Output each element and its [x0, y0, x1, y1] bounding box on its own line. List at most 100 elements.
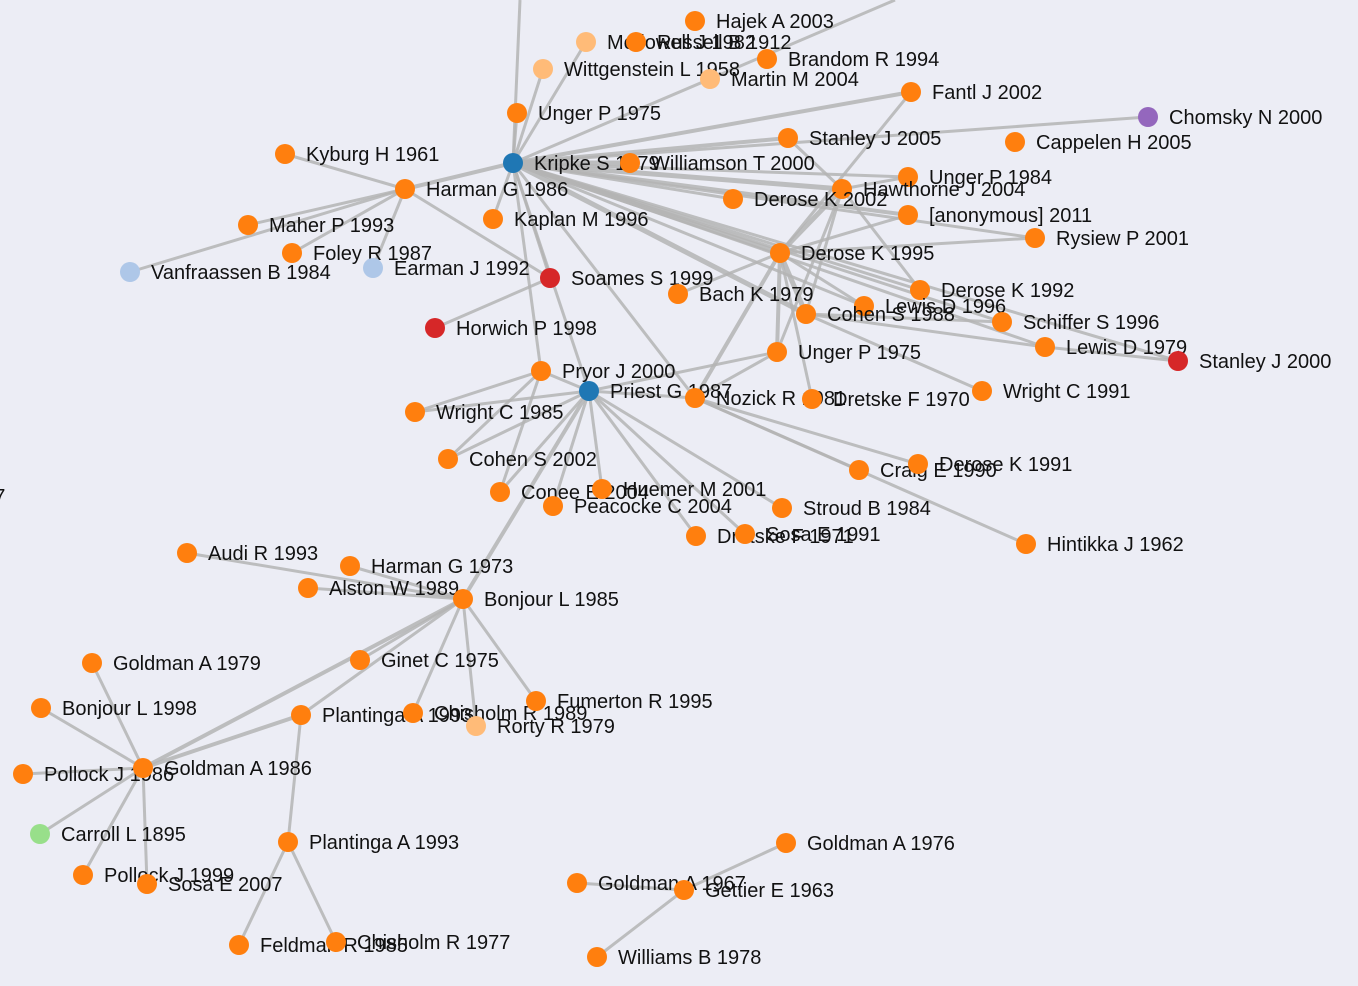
node-kaplan1996[interactable]: Kaplan M 1996	[483, 209, 649, 231]
node-dot[interactable]	[395, 179, 415, 199]
node-russell1912[interactable]: Russell B 1912	[626, 32, 792, 54]
node-hawthorne2004[interactable]: Hawthorne J 2004	[832, 179, 1025, 201]
node-dot[interactable]	[849, 460, 869, 480]
node-dot[interactable]	[1025, 228, 1045, 248]
node-dot[interactable]	[910, 280, 930, 300]
node-lewis1996[interactable]: Lewis D 1996	[854, 296, 1006, 318]
node-goldman1979[interactable]: Goldman A 1979	[82, 653, 261, 675]
node-dot[interactable]	[757, 49, 777, 69]
node-dot[interactable]	[770, 243, 790, 263]
node-derose1995[interactable]: Derose K 1995	[770, 243, 934, 265]
node-dot[interactable]	[543, 496, 563, 516]
node-dot[interactable]	[626, 32, 646, 52]
node-cohen2002[interactable]: Cohen S 2002	[438, 449, 597, 471]
node-dot[interactable]	[137, 874, 157, 894]
node-alston1989[interactable]: Alston W 1989	[298, 578, 459, 600]
node-chomsky2000[interactable]: Chomsky N 2000	[1138, 107, 1322, 129]
node-horwich1998[interactable]: Horwich P 1998	[425, 318, 597, 340]
node-chisholm1977[interactable]: Chisholm R 1977	[326, 932, 510, 954]
node-pryor2000[interactable]: Pryor J 2000	[531, 361, 675, 383]
node-goldman1986[interactable]: Goldman A 1986	[133, 758, 312, 780]
node-dot[interactable]	[278, 832, 298, 852]
node-dot[interactable]	[177, 543, 197, 563]
node-dot[interactable]	[685, 11, 705, 31]
node-dot[interactable]	[30, 824, 50, 844]
node-dretske1970[interactable]: Dretske F 1970	[802, 389, 970, 411]
node-dot[interactable]	[1138, 107, 1158, 127]
node-derose1992[interactable]: Derose K 1992	[910, 280, 1074, 302]
node-dot[interactable]	[802, 389, 822, 409]
node-derose2002[interactable]: Derose K 2002	[723, 189, 887, 211]
node-wright1991[interactable]: Wright C 1991	[972, 381, 1130, 403]
node-dot[interactable]	[425, 318, 445, 338]
node-dot[interactable]	[350, 650, 370, 670]
node-edge997[interactable]: 997	[0, 486, 5, 508]
node-lewis1979[interactable]: Lewis D 1979	[1035, 337, 1187, 359]
node-dot[interactable]	[778, 128, 798, 148]
node-dot[interactable]	[490, 482, 510, 502]
node-dot[interactable]	[540, 268, 560, 288]
node-dot[interactable]	[832, 179, 852, 199]
node-brandom1994[interactable]: Brandom R 1994	[757, 49, 939, 71]
node-dot[interactable]	[576, 32, 596, 52]
node-dot[interactable]	[453, 589, 473, 609]
node-dot[interactable]	[291, 705, 311, 725]
node-dot[interactable]	[772, 498, 792, 518]
node-carroll1895[interactable]: Carroll L 1895	[30, 824, 186, 846]
node-dot[interactable]	[567, 873, 587, 893]
node-dot[interactable]	[438, 449, 458, 469]
node-dot[interactable]	[507, 103, 527, 123]
node-maher1993[interactable]: Maher P 1993	[238, 215, 394, 237]
node-dot[interactable]	[282, 243, 302, 263]
node-stroud1984[interactable]: Stroud B 1984	[772, 498, 931, 520]
node-dot[interactable]	[992, 312, 1012, 332]
node-plantinga1993b[interactable]: Plantinga A 1993	[278, 832, 459, 854]
node-dot[interactable]	[587, 947, 607, 967]
node-dot[interactable]	[340, 556, 360, 576]
node-dot[interactable]	[1168, 351, 1188, 371]
node-cappelen2005[interactable]: Cappelen H 2005	[1005, 132, 1192, 154]
node-williamson2000[interactable]: Williamson T 2000	[620, 153, 815, 175]
node-kyburg1961[interactable]: Kyburg H 1961	[275, 144, 439, 166]
node-rorty1979[interactable]: Rorty R 1979	[466, 716, 615, 738]
node-dot[interactable]	[776, 833, 796, 853]
node-schiffer1996[interactable]: Schiffer S 1996	[992, 312, 1159, 334]
node-soames1999[interactable]: Soames S 1999	[540, 268, 713, 290]
node-earman1992[interactable]: Earman J 1992	[363, 258, 530, 280]
node-sosa1991[interactable]: Sosa E 1991	[735, 524, 881, 546]
node-dot[interactable]	[298, 578, 318, 598]
node-dot[interactable]	[972, 381, 992, 401]
node-rysiew2001[interactable]: Rysiew P 2001	[1025, 228, 1189, 250]
node-dot[interactable]	[767, 342, 787, 362]
node-dot[interactable]	[620, 153, 640, 173]
node-dot[interactable]	[723, 189, 743, 209]
node-dot[interactable]	[531, 361, 551, 381]
node-ginet1975[interactable]: Ginet C 1975	[350, 650, 499, 672]
node-dot[interactable]	[82, 653, 102, 673]
node-vanfraassen1984[interactable]: Vanfraassen B 1984	[120, 262, 331, 284]
node-dot[interactable]	[31, 698, 51, 718]
node-cohen1988[interactable]: Cohen S 1988	[796, 304, 955, 326]
node-dot[interactable]	[405, 402, 425, 422]
node-sosa2007[interactable]: Sosa E 2007	[137, 874, 283, 896]
node-pollock1999[interactable]: Pollock J 1999	[73, 865, 234, 887]
node-dot[interactable]	[326, 932, 346, 952]
node-dot[interactable]	[238, 215, 258, 235]
node-dot[interactable]	[735, 524, 755, 544]
node-dot[interactable]	[592, 479, 612, 499]
node-dot[interactable]	[403, 703, 423, 723]
node-dot[interactable]	[898, 167, 918, 187]
node-harman1973[interactable]: Harman G 1973	[340, 556, 513, 578]
node-dot[interactable]	[686, 526, 706, 546]
node-wright1985[interactable]: Wright C 1985	[405, 402, 563, 424]
node-dot[interactable]	[526, 691, 546, 711]
node-fantl2002[interactable]: Fantl J 2002	[901, 82, 1042, 104]
node-dot[interactable]	[579, 381, 599, 401]
node-dot[interactable]	[674, 880, 694, 900]
node-harman1986[interactable]: Harman G 1986	[395, 179, 568, 201]
node-dot[interactable]	[120, 262, 140, 282]
node-martin2004[interactable]: Martin M 2004	[700, 69, 859, 91]
node-dot[interactable]	[908, 454, 928, 474]
node-goldman1976[interactable]: Goldman A 1976	[776, 833, 955, 855]
node-dot[interactable]	[901, 82, 921, 102]
